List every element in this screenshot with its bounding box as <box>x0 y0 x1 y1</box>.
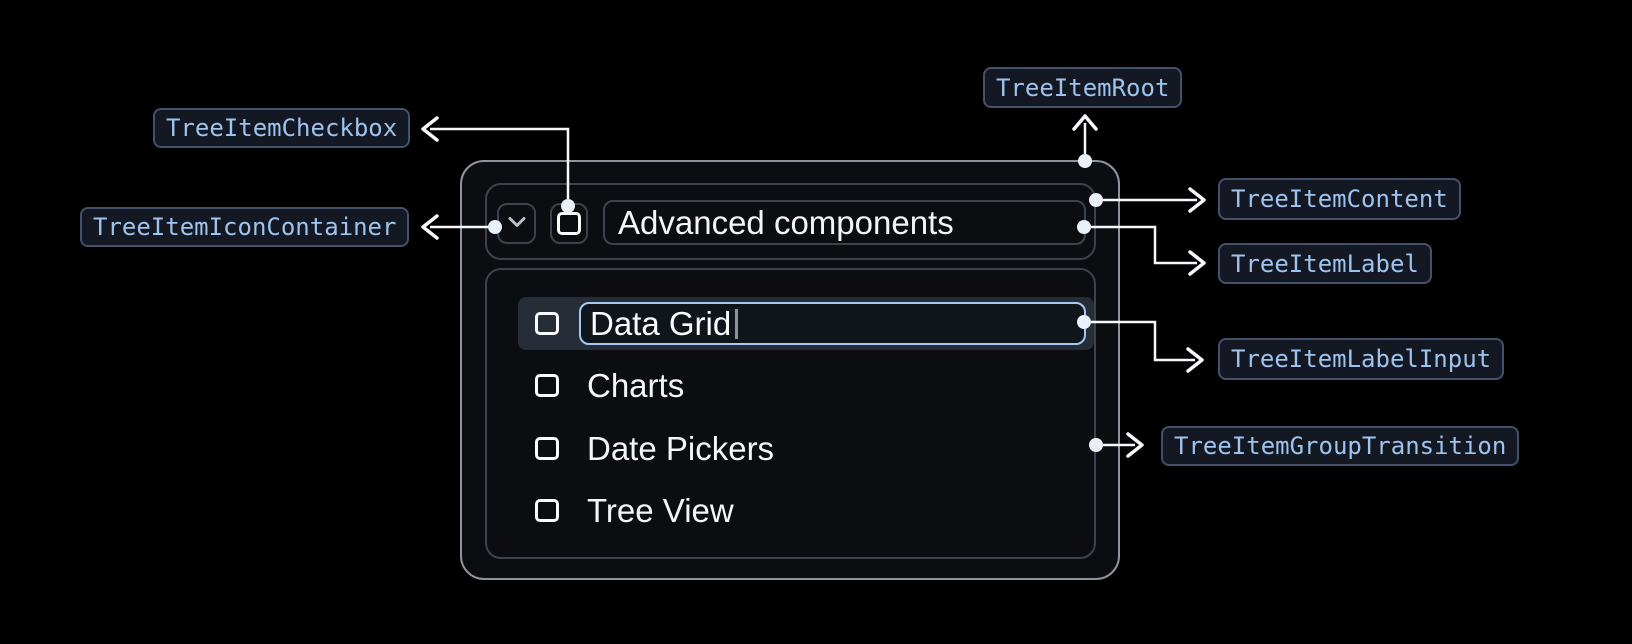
arrow-left-icon <box>421 116 439 142</box>
arrow-up-icon <box>1072 114 1098 131</box>
label-input-value: Data Grid <box>590 304 732 342</box>
annotation-tree-item-label: TreeItemLabel <box>1218 243 1432 284</box>
parent-item-label: Advanced components <box>618 203 954 241</box>
annotation-tree-item-icon-container: TreeItemIconContainer <box>80 207 410 247</box>
checkbox-unchecked-icon[interactable] <box>535 437 559 460</box>
checkbox-unchecked-icon[interactable] <box>557 212 581 235</box>
tree-item-label-text: Tree View <box>587 491 734 529</box>
arrow-right-icon <box>1186 347 1204 373</box>
checkbox-unchecked-icon[interactable] <box>535 312 559 335</box>
chevron-down-icon <box>507 215 527 233</box>
tree-item-label-input-field[interactable]: Data Grid <box>579 302 1086 345</box>
tree-row[interactable]: Charts <box>518 359 1094 412</box>
tree-item-label-text: Charts <box>587 366 685 404</box>
tree-row[interactable]: Date Pickers <box>518 422 1094 475</box>
tree-item-group-box: Data Grid Charts Date Pickers Tree View <box>485 268 1096 559</box>
tree-item-content-box[interactable]: Advanced components <box>485 183 1096 260</box>
tree-item-icon-container-box[interactable] <box>497 203 536 244</box>
tree-row-editing[interactable]: Data Grid <box>518 297 1094 350</box>
text-caret <box>735 308 738 339</box>
arrow-left-icon <box>421 214 439 240</box>
checkbox-unchecked-icon[interactable] <box>535 374 559 397</box>
annotation-tree-item-checkbox: TreeItemCheckbox <box>153 108 411 148</box>
annotation-tree-item-content: TreeItemContent <box>1218 178 1461 220</box>
arrow-right-icon <box>1126 432 1144 458</box>
tree-item-label-text: Date Pickers <box>587 429 775 467</box>
annotation-tree-item-group-transition: TreeItemGroupTransition <box>1161 426 1520 466</box>
annotation-tree-item-root: TreeItemRoot <box>983 67 1183 108</box>
checkbox-unchecked-icon[interactable] <box>535 499 559 522</box>
arrow-right-icon <box>1188 187 1206 213</box>
arrow-right-icon <box>1188 250 1206 276</box>
tree-row[interactable]: Tree View <box>518 484 1094 537</box>
tree-item-label-box: Advanced components <box>603 200 1086 245</box>
tree-item-root-box: Advanced components Data Grid Charts Dat… <box>460 160 1120 580</box>
annotation-tree-item-label-input: TreeItemLabelInput <box>1218 338 1505 380</box>
tree-item-checkbox-box[interactable] <box>550 203 588 244</box>
